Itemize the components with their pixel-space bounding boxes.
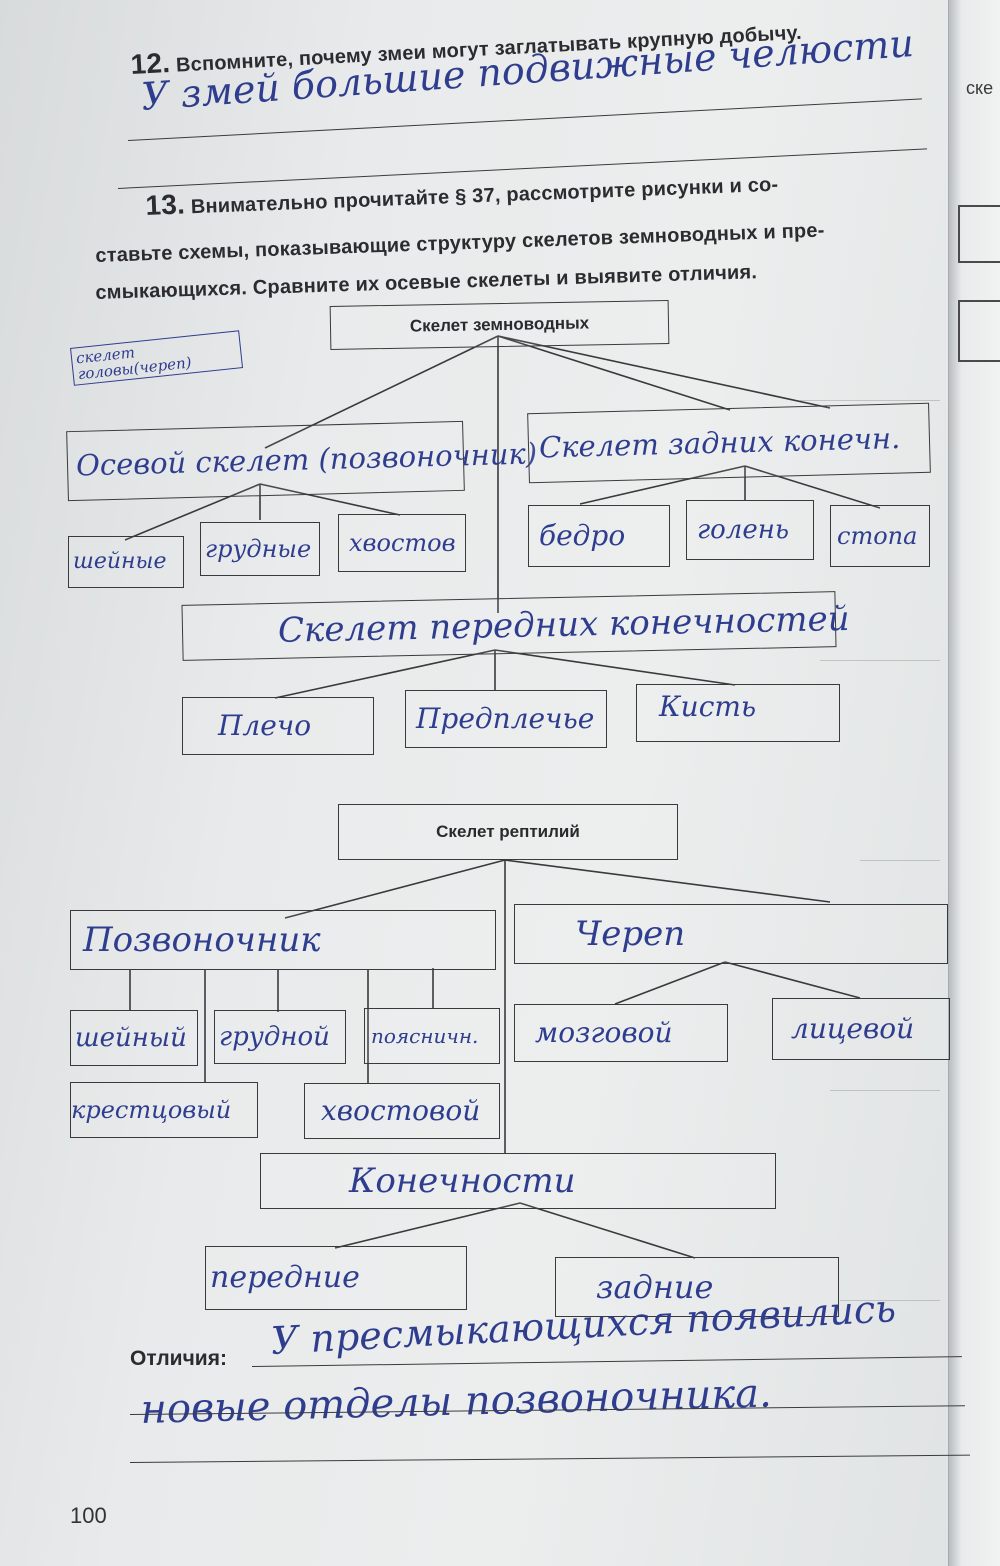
box-rept-caudal: хвостовой [304, 1083, 500, 1139]
box-amph-hand: Кисть [636, 684, 840, 742]
box-rept-sacral: крестцовый [70, 1082, 258, 1138]
box-amph-thigh: бедро [528, 505, 670, 567]
box-rept-lumbar: поясничн. [364, 1008, 500, 1064]
page-number: 100 [70, 1503, 107, 1528]
box-amph-cervical: шейные [68, 536, 184, 588]
box-rept-cranial: мозговой [514, 1004, 728, 1062]
box-amph-shin: голень [686, 500, 814, 560]
box-amph-caudal: хвостов [338, 514, 466, 572]
box-spine: Позвоночник [70, 910, 496, 970]
box-axial-skeleton: Осевой скелет (позвоночник) [66, 420, 537, 502]
box-amph-forearm: Предплечье [405, 690, 607, 748]
box-rept-hindlimbs: задние [555, 1257, 839, 1317]
box-amph-thoracic: грудные [200, 522, 320, 576]
next-page-box-fragment [958, 300, 1000, 362]
next-page-box-fragment [958, 205, 1000, 263]
box-amph-shoulder: Плечо [182, 697, 374, 755]
differences-label: Отличия: [130, 1347, 227, 1370]
box-limbs: Конечности [260, 1153, 776, 1209]
next-page-text-fragment: ске [966, 78, 994, 98]
box-rept-forelimbs: передние [205, 1246, 467, 1310]
box-rept-cervical: шейный [70, 1010, 198, 1066]
box-rept-facial: лицевой [772, 998, 950, 1060]
box-skull: Череп [514, 904, 948, 964]
box-amph-foot: стопа [830, 505, 930, 567]
box-hind-limbs: Скелет задних конечн. [527, 402, 931, 484]
scheme-root-reptiles: Скелет рептилий [338, 804, 678, 860]
box-rept-thoracic: грудной [214, 1010, 346, 1064]
scheme-root-amphibians: Скелет земноводных [329, 300, 670, 350]
